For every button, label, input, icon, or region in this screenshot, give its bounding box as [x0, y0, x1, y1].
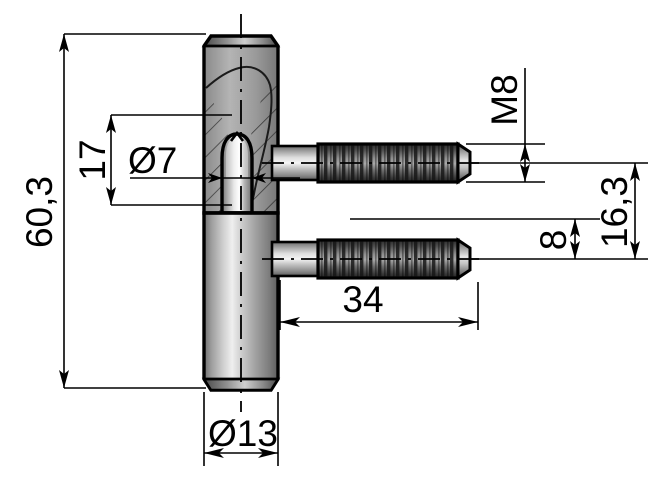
dim-overall-height	[59, 33, 206, 389]
dim-label-body-diameter: Ø13	[208, 413, 278, 454]
dim-label-pin-height: 17	[72, 139, 113, 180]
arrow-bottom	[59, 370, 69, 388]
part-geometry	[201, 14, 486, 412]
arrow-bottom	[630, 241, 640, 259]
dim-label-lower-offset: 8	[533, 230, 574, 251]
dim-screw-length	[279, 280, 479, 330]
inner-pin-peak	[229, 130, 245, 142]
arrow-top	[570, 219, 580, 237]
arrow-top	[59, 34, 69, 52]
arrow-left	[280, 317, 300, 327]
arrow-top	[106, 115, 116, 133]
arrow-right	[252, 173, 266, 183]
dim-lower-offset	[350, 218, 648, 260]
dim-bore-diameter	[130, 173, 300, 183]
dim-body-diameter	[203, 392, 279, 466]
arrow-top	[630, 163, 640, 181]
dim-label-bore-diameter: Ø7	[128, 140, 177, 181]
arrow-bottom	[570, 241, 580, 259]
arrow-right	[458, 317, 478, 327]
dim-label-screw-spacing: 16,3	[594, 176, 635, 248]
dimension-layer	[59, 33, 648, 466]
upper-knuckle	[201, 34, 281, 215]
arrow-right	[258, 448, 278, 458]
dim-screw-spacing	[470, 162, 648, 259]
upper-screw	[262, 141, 486, 185]
arrow-left	[204, 448, 224, 458]
dimension-text-layer: 60,3 17 Ø7 Ø13 M8 34 8 16,3	[19, 74, 635, 453]
lower-screw	[262, 237, 486, 281]
arrow-top	[520, 144, 530, 162]
arrow-left	[208, 173, 222, 183]
arrow-bottom	[520, 164, 530, 182]
inner-pin-highlight	[226, 138, 248, 178]
dim-label-screw-length: 34	[342, 279, 383, 320]
dim-label-overall-height: 60,3	[19, 176, 60, 248]
dim-label-thread-spec: M8	[484, 74, 525, 125]
arrow-bottom	[106, 187, 116, 205]
dim-pin-height	[106, 114, 232, 206]
bore-profile-top-curve	[205, 66, 273, 128]
